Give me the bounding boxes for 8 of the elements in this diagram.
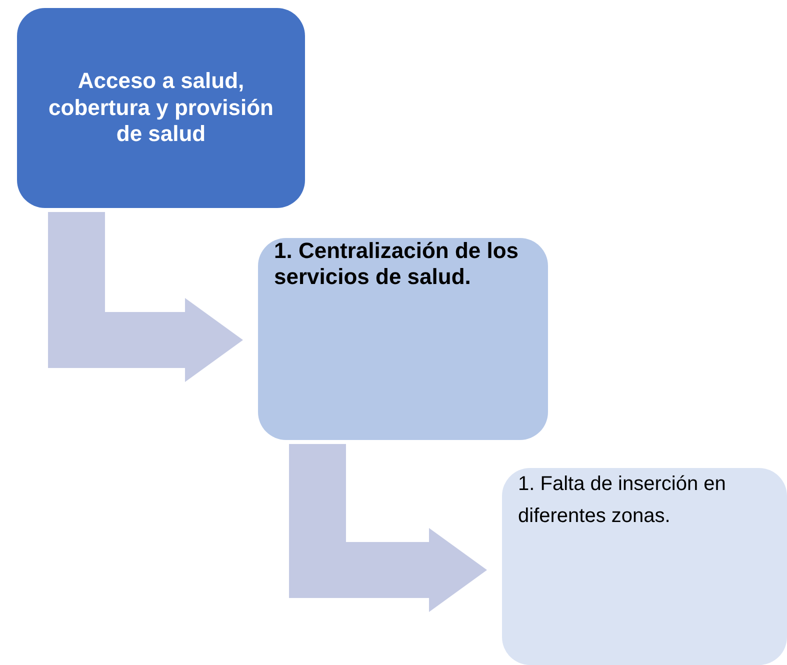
- rounded-box: [258, 238, 548, 440]
- box-text: Acceso a salud, cobertura y provisión de salud: [48, 68, 274, 148]
- rounded-box: [502, 468, 787, 665]
- rounded-box: [17, 8, 305, 208]
- bent-arrow: [289, 444, 487, 612]
- box-text: 1. Falta de inserción en diferentes zonas.: [518, 472, 727, 529]
- box-text: 1. Centralización de los servicios de salud.: [274, 238, 520, 291]
- bent-arrow: [48, 212, 243, 382]
